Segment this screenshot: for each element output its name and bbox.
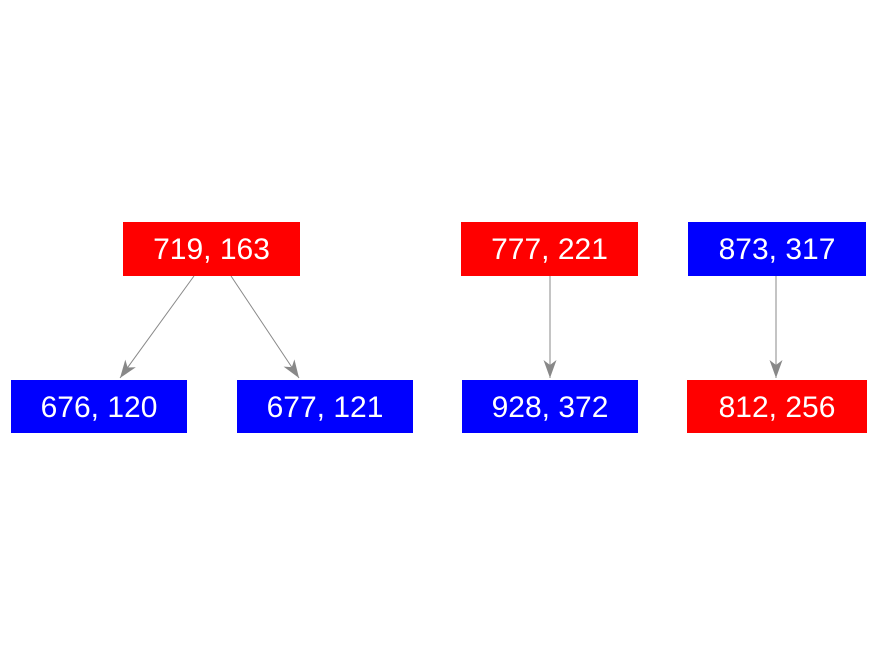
graph-node: 719, 163 [123,222,300,276]
node-label: 812, 256 [718,390,836,424]
graph-node: 928, 372 [462,380,638,433]
graph-node: 777, 221 [461,222,638,276]
graph-node: 676, 120 [11,380,187,433]
edge-arrow [230,275,300,379]
node-label: 677, 121 [266,390,384,424]
node-label: 676, 120 [40,390,158,424]
node-label: 873, 317 [718,233,836,266]
node-label: 777, 221 [491,233,608,266]
graph-node: 677, 121 [237,380,413,433]
graph-node: 873, 317 [688,222,866,276]
node-label: 928, 372 [491,390,609,424]
edge-arrow [119,275,195,379]
node-label: 719, 163 [153,233,270,266]
graph-node: 812, 256 [687,380,867,433]
